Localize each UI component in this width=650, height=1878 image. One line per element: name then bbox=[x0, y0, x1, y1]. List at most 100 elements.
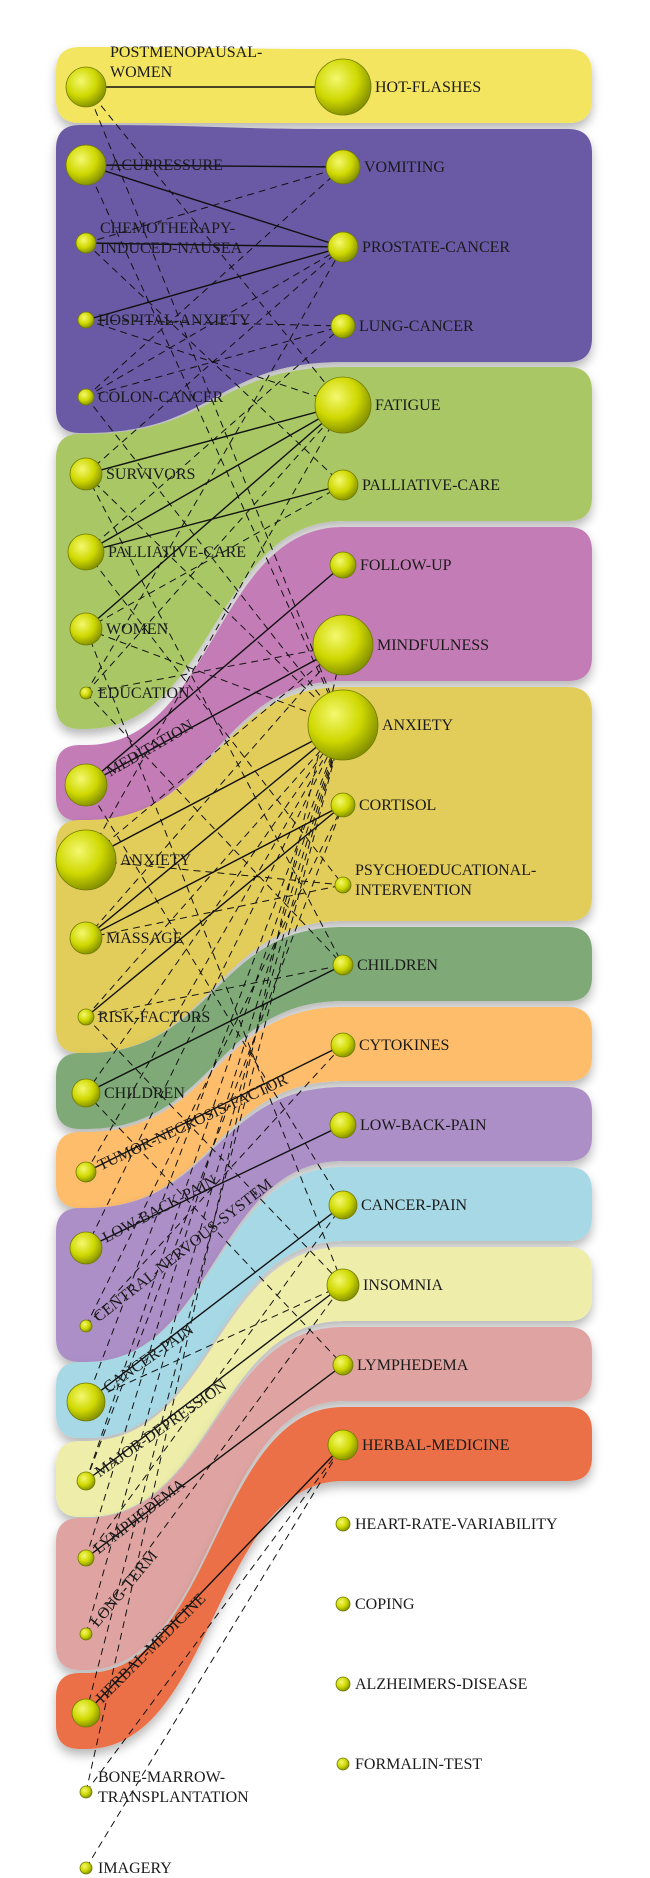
dashed-link-l11-r5 bbox=[85, 404, 344, 861]
left-node-children-label: CHILDREN bbox=[104, 1085, 185, 1102]
right-node-fatigue bbox=[314, 376, 372, 434]
right-node-anxiety bbox=[307, 689, 379, 761]
dashed-link-l17-r10 bbox=[85, 804, 344, 1327]
dashed-link-l14-r17 bbox=[85, 1092, 344, 1366]
left-node-massage-label: MASSAGE bbox=[106, 930, 182, 947]
dashed-link-l8-r16 bbox=[85, 628, 344, 1286]
dashed-link-l21-r16 bbox=[85, 1284, 344, 1635]
right-node-hot-flashes bbox=[314, 58, 372, 116]
dashed-link-l1-r9 bbox=[85, 86, 344, 726]
right-node-children bbox=[332, 954, 354, 976]
dashed-link-l6-r3 bbox=[85, 246, 344, 475]
dashed-link-l22-r9 bbox=[85, 724, 344, 1714]
dashed-link-l11-r8 bbox=[85, 644, 344, 861]
dashed-link-l9-r8 bbox=[85, 644, 344, 694]
left-node-palliative-care-label: PALLIATIVE-CARE bbox=[108, 544, 246, 561]
solid-link-l13-r10 bbox=[85, 804, 344, 1018]
band-paleyellow bbox=[56, 1247, 592, 1517]
right-node-cortisol bbox=[330, 792, 356, 818]
left-node-survivors bbox=[69, 457, 103, 491]
band-layer bbox=[56, 47, 592, 1749]
band-orange bbox=[56, 1007, 592, 1208]
dashed-link-l14-r9 bbox=[85, 724, 344, 1094]
left-node-bone-marrow-transplantation bbox=[79, 1785, 93, 1799]
node-layer bbox=[55, 58, 379, 1875]
solid-link-l22-r18 bbox=[85, 1444, 344, 1714]
left-node-cancer-pain bbox=[66, 1382, 106, 1422]
right-node-cancer-pain bbox=[328, 1190, 358, 1220]
left-node-palliative-care bbox=[67, 533, 105, 571]
band-green bbox=[56, 367, 592, 729]
left-node-hospital-anxiety bbox=[77, 311, 95, 329]
solid-link-layer bbox=[85, 86, 344, 1714]
left-node-major-depression bbox=[76, 1471, 96, 1491]
band-coral bbox=[56, 1407, 592, 1749]
left-node-long-term bbox=[79, 1627, 93, 1641]
right-node-vomiting bbox=[325, 149, 361, 185]
band-sage bbox=[56, 927, 592, 1129]
right-node-insomnia bbox=[326, 1268, 360, 1302]
solid-link-l16-r14 bbox=[85, 1124, 344, 1249]
dashed-link-l9-r12 bbox=[85, 692, 344, 966]
solid-link-l2-r2 bbox=[85, 164, 344, 168]
right-node-fatigue-label: FATIGUE bbox=[375, 397, 440, 414]
left-node-bone-marrow-transplantation-label: BONE-MARROW-TRANSPLANTATION bbox=[98, 1769, 249, 1806]
right-node-lymphedema-label: LYMPHEDEMA bbox=[357, 1357, 469, 1374]
right-node-alzheimers-disease bbox=[335, 1676, 351, 1692]
right-node-lung-cancer bbox=[330, 313, 356, 339]
right-node-psychoeducational-intervention bbox=[334, 876, 352, 894]
left-node-anxiety bbox=[55, 829, 117, 891]
dashed-link-l8-r9 bbox=[85, 628, 344, 726]
left-node-massage bbox=[69, 921, 103, 955]
band-salmon bbox=[56, 1327, 592, 1670]
solid-link-l18-r15 bbox=[85, 1204, 344, 1403]
left-node-education bbox=[79, 686, 93, 700]
right-node-mindfulness-label: MINDFULNESS bbox=[377, 637, 489, 654]
dashed-link-l12-r11 bbox=[85, 884, 344, 939]
dashed-link-layer bbox=[85, 86, 344, 1869]
dashed-link-l19-r9 bbox=[85, 724, 344, 1482]
dashed-link-l6-r12 bbox=[85, 473, 344, 966]
left-node-meditation bbox=[64, 763, 108, 807]
dashed-link-l13-r16 bbox=[85, 1016, 344, 1286]
left-node-postmenopausal-women-label: POSTMENOPAUSAL-WOMEN bbox=[110, 44, 262, 81]
right-node-heart-rate-variability bbox=[335, 1516, 351, 1532]
left-node-imagery bbox=[79, 1861, 93, 1875]
band-lightblue bbox=[56, 1167, 592, 1438]
left-node-imagery-label: IMAGERY bbox=[98, 1860, 172, 1877]
dashed-link-l21-r9 bbox=[85, 724, 344, 1635]
solid-link-l15-r13 bbox=[85, 1044, 344, 1173]
right-node-coping bbox=[335, 1596, 351, 1612]
right-node-alzheimers-disease-label: ALZHEIMERS-DISEASE bbox=[355, 1676, 527, 1693]
left-node-education-label: EDUCATION bbox=[98, 685, 190, 702]
left-node-chemotherapy-induced-nausea-label: CHEMOTHERAPY-INDUCED-NAUSEA bbox=[100, 220, 243, 257]
dashed-link-l5-r2 bbox=[85, 166, 344, 398]
right-node-low-back-pain-label: LOW-BACK-PAIN bbox=[360, 1117, 487, 1134]
band-indigo bbox=[56, 125, 592, 433]
right-node-anxiety-label: ANXIETY bbox=[382, 717, 454, 734]
solid-link-l10-r8 bbox=[85, 644, 344, 786]
left-node-women bbox=[69, 612, 103, 646]
dashed-link-l20-r9 bbox=[85, 724, 344, 1559]
solid-link-l20-r17 bbox=[85, 1364, 344, 1559]
dashed-link-l7-r11 bbox=[85, 551, 344, 886]
left-node-women-label: WOMEN bbox=[106, 621, 169, 638]
dashed-link-l2-r9 bbox=[85, 164, 344, 726]
right-node-heart-rate-variability-label: HEART-RATE-VARIABILITY bbox=[355, 1516, 558, 1533]
left-node-colon-cancer-label: COLON-CANCER bbox=[98, 389, 224, 406]
left-node-acupressure-label: ACUPRESSURE bbox=[110, 157, 223, 174]
dashed-link-l8-r6 bbox=[85, 484, 344, 630]
solid-link-l4-r3 bbox=[85, 246, 344, 321]
dashed-link-l5-r3 bbox=[85, 246, 344, 398]
dashed-link-l7-r4 bbox=[85, 325, 344, 553]
dashed-link-l10-r15 bbox=[85, 784, 344, 1206]
left-node-tumor-necrosis-factor bbox=[75, 1161, 97, 1183]
dashed-link-l17-r13 bbox=[85, 1044, 344, 1327]
dashed-link-l13-r12 bbox=[85, 964, 344, 1018]
right-node-coping-label: COPING bbox=[355, 1596, 415, 1613]
left-node-risk-factors bbox=[77, 1008, 95, 1026]
left-node-risk-factors-label: RISK-FACTORS bbox=[98, 1009, 210, 1026]
band-gold bbox=[56, 687, 592, 1053]
dashed-link-l20-r15 bbox=[85, 1204, 344, 1559]
